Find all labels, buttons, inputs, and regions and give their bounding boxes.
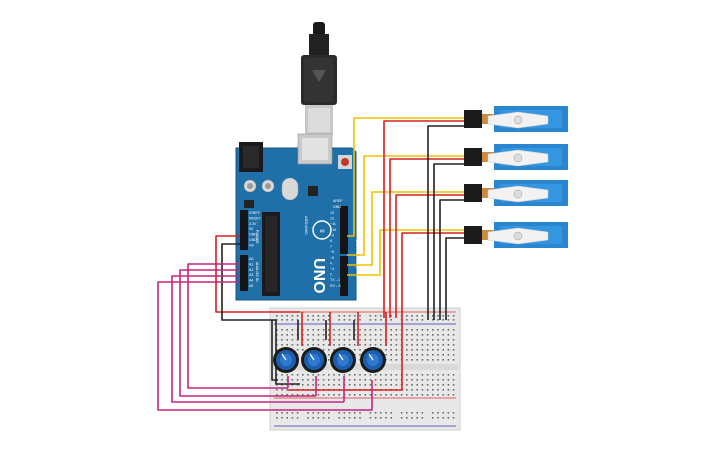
wire-power-servo-2 [389,158,470,318]
wire-arduino-5v [215,235,300,313]
pin-label: A1 [249,262,253,266]
servo-3[interactable] [464,180,568,206]
pin-label: 8 [330,239,332,243]
arduino-uno-board: ∞ UNO ARDUINO AREF GND DIGITAL (PWM~) PO… [235,133,359,301]
pin-label: A0 [249,257,253,261]
pin-label: 7 [330,245,332,249]
wire-signal-servo-3 [347,191,470,266]
wires [157,117,470,411]
wire-pot-gnd-1 [271,320,278,381]
servos [464,106,568,248]
servo-2[interactable] [464,144,568,170]
pin-label: 5V [249,227,254,231]
wire-arduino-gnd [221,243,300,385]
pin-label: TX→1 [330,278,340,282]
wire-ground-servo-2 [433,163,470,320]
potentiometer-3[interactable] [330,347,356,373]
wire-ground-servo-3 [439,199,470,320]
pin-label: 4 [330,261,332,265]
wire-ground-servo-1 [427,125,470,320]
wire-analog-a0 [187,263,288,389]
wire-analog-a3 [157,281,373,411]
usb-cable [301,22,337,135]
wire-analog-a1 [179,269,316,397]
pin-label: IOREF [249,211,261,215]
header-label-pwm: DIGITAL (PWM~) [355,240,359,268]
board-model-label: UNO [310,258,327,294]
pin-label: 2 [330,273,332,277]
wire-signal-servo-2 [347,155,470,256]
wire-bus-bottom [288,318,403,391]
wire-power-servo-1 [383,120,470,318]
pin-label: A3 [249,273,253,277]
wire-signal-servo-1 [347,117,470,237]
wire-power-servo-3 [395,194,470,318]
pin-label: ~3 [330,267,334,271]
potentiometer-4[interactable] [360,347,386,373]
pin-label: Vin [249,243,254,247]
digital-pin-labels: 13 12~11 ~10~9 8 7~6 ~54 ~3 2TX→1RX←0 [330,211,341,288]
pin-label: GND [249,238,257,242]
svg-text:∞: ∞ [320,228,325,235]
header-label-analog: ANALOG IN [255,262,259,282]
pin-label: 3.3V [249,222,257,226]
pin-label: RESET [249,216,262,220]
wire-signal-servo-4 [347,229,470,276]
potentiometers [273,347,386,373]
servo-4[interactable] [464,222,568,248]
wire-ground-servo-4 [445,237,470,320]
pin-label: RX←0 [330,284,341,288]
header-label-power: POWER [255,230,259,244]
potentiometer-2[interactable] [301,347,327,373]
pin-label: ~9 [330,233,334,237]
header-label-gnd: GND [333,205,341,209]
pin-label: A5 [249,284,253,288]
wire-power-servo-4 [401,232,470,318]
pin-label: GND [249,233,257,237]
pin-label: ~5 [330,256,334,260]
pin-label: A2 [249,268,253,272]
header-label-aref: AREF [333,199,343,203]
potentiometer-1[interactable] [273,347,299,373]
pin-label: ~10 [330,228,336,232]
board-brand-label: ARDUINO [304,216,309,234]
pin-label: ~11 [330,222,336,226]
wire-analog-a2 [171,275,344,403]
pin-label: 13 [330,211,334,215]
pin-label: ~6 [330,250,334,254]
pin-label: A4 [249,279,253,283]
servo-1[interactable] [464,106,568,132]
pin-label: 12 [330,217,334,221]
